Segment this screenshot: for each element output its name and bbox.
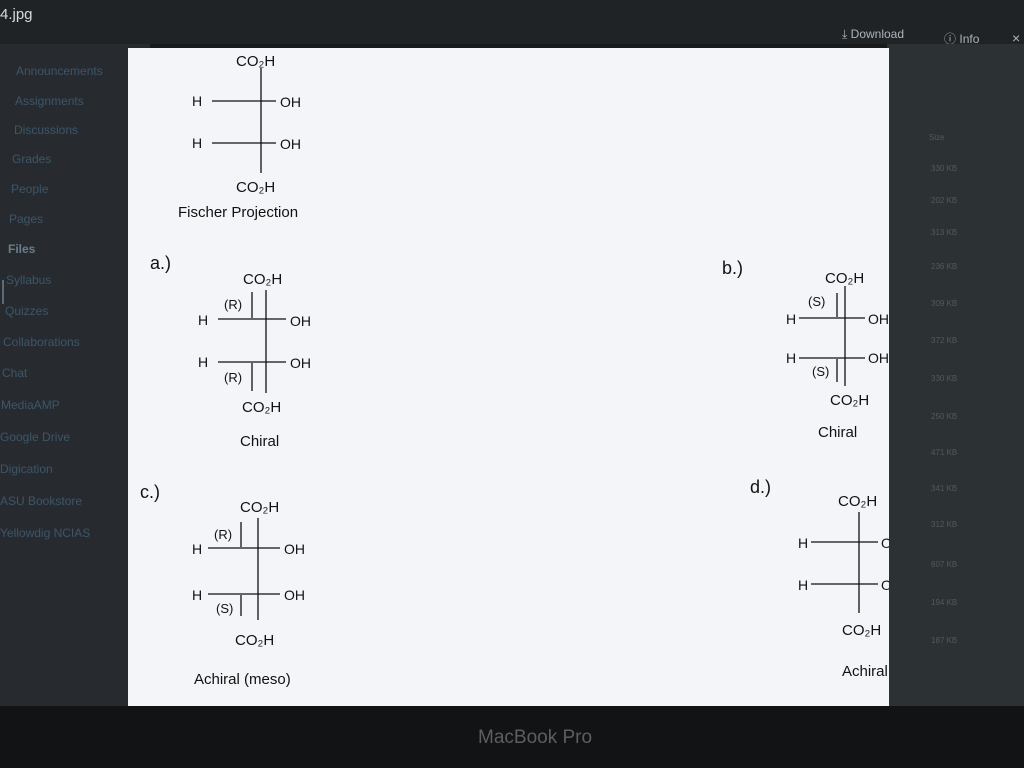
file-name: 4.jpg xyxy=(0,6,33,23)
right-substituent: OH xyxy=(881,535,889,551)
caption: Achiral (meso) xyxy=(194,671,291,688)
nav-quizzes[interactable]: Quizzes xyxy=(5,304,49,318)
nav-digication[interactable]: Digication xyxy=(0,462,53,476)
right-substituent: OH xyxy=(280,94,301,110)
right-substituent: OH xyxy=(290,355,311,371)
left-substituent: H xyxy=(198,354,208,370)
file-size: 330 KB xyxy=(931,374,958,383)
file-size: 330 KB xyxy=(931,164,958,173)
close-button[interactable]: × xyxy=(1012,30,1021,46)
left-substituent: H xyxy=(192,587,202,603)
nav-mediaamp[interactable]: MediaAMP xyxy=(1,398,60,412)
file-size: 341 KB xyxy=(931,484,958,493)
info-icon: ⓘ xyxy=(944,32,957,46)
fischer-projections-figure: CO₂H H OH H OH CO₂H Fischer Projection a… xyxy=(140,53,889,688)
bottom-substituent: CO₂H xyxy=(236,179,275,196)
projection-reference: CO₂H H OH H OH CO₂H Fischer Projection xyxy=(178,53,301,221)
file-size: 250 KB xyxy=(931,412,958,421)
descriptor: (R) xyxy=(214,527,232,542)
descriptor: (S) xyxy=(812,364,829,379)
top-substituent: CO₂H xyxy=(825,270,864,287)
right-substituent: OH xyxy=(280,136,301,152)
descriptor: (S) xyxy=(808,294,825,309)
nav-announcements[interactable]: Announcements xyxy=(16,64,103,78)
nav-pages[interactable]: Pages xyxy=(9,212,44,226)
nav-yellowdig[interactable]: Yellowdig NCIAS xyxy=(0,526,91,540)
left-substituent: H xyxy=(798,535,808,551)
viewer-header: 4.jpg ⤓ Download ⓘ Info × xyxy=(0,0,1024,47)
nav-discussions[interactable]: Discussions xyxy=(14,123,79,137)
right-substituent: OH xyxy=(868,311,889,327)
left-substituent: H xyxy=(798,577,808,593)
bottom-substituent: CO₂H xyxy=(830,392,869,409)
descriptor: (R) xyxy=(224,297,242,312)
top-substituent: CO₂H xyxy=(236,53,275,70)
laptop-bezel: MacBook Pro xyxy=(0,706,1024,768)
size-column-header: Size xyxy=(929,133,945,142)
left-substituent: H xyxy=(786,350,796,366)
projection-c: c.) CO₂H (R) H OH H OH (S) CO₂H Achiral … xyxy=(140,482,305,688)
nav-syllabus[interactable]: Syllabus xyxy=(6,273,52,287)
download-label: Download xyxy=(850,27,905,41)
descriptor: (R) xyxy=(224,370,242,385)
bottom-substituent: CO₂H xyxy=(242,399,281,416)
file-size: 309 KB xyxy=(931,299,958,308)
file-size: 236 KB xyxy=(931,262,958,271)
file-size: 313 KB xyxy=(931,228,958,237)
download-button[interactable]: ⤓ Download xyxy=(842,27,904,42)
left-substituent: H xyxy=(786,311,796,327)
file-list-background: Size 330 KB 202 KB 313 KB 236 KB 309 KB … xyxy=(887,44,1024,716)
top-substituent: CO₂H xyxy=(240,499,279,516)
file-size: 471 KB xyxy=(931,448,958,457)
course-nav: Announcements Assignments Discussions Gr… xyxy=(0,44,150,716)
caption: Achiral xyxy=(842,663,888,680)
bezel-brand: MacBook Pro xyxy=(478,727,593,748)
file-size: 202 KB xyxy=(931,196,958,205)
left-substituent: H xyxy=(192,93,202,109)
nav-asu-bookstore[interactable]: ASU Bookstore xyxy=(0,494,83,508)
right-substituent: OH xyxy=(284,587,305,603)
nav-google-drive[interactable]: Google Drive xyxy=(0,430,71,444)
left-substituent: H xyxy=(198,312,208,328)
nav-grades[interactable]: Grades xyxy=(12,152,52,166)
caption: Chiral xyxy=(240,433,279,450)
right-substituent: OH xyxy=(290,313,311,329)
file-size: 607 KB xyxy=(931,560,958,569)
projection-d: d.) CO₂H H OH H OH CO₂H Achiral xyxy=(750,477,889,680)
nav-files[interactable]: Files xyxy=(8,242,36,256)
file-size: 187 KB xyxy=(931,636,958,645)
info-label: Info xyxy=(959,32,980,46)
file-size: 312 KB xyxy=(931,520,958,529)
label-d: d.) xyxy=(750,477,771,497)
projection-b: b.) CO₂H (S) H OH H OH (S) CO₂H Chiral xyxy=(722,258,889,441)
download-icon: ⤓ xyxy=(842,27,848,41)
left-substituent: H xyxy=(192,541,202,557)
info-button[interactable]: ⓘ Info xyxy=(944,30,979,47)
nav-collaborations[interactable]: Collaborations xyxy=(3,335,80,349)
nav-chat[interactable]: Chat xyxy=(2,366,28,380)
projection-a: a.) CO₂H (R) H OH H OH (R) CO₂H Chiral xyxy=(150,253,311,450)
nav-people[interactable]: People xyxy=(11,182,49,196)
bond-lines xyxy=(208,68,878,620)
right-substituent: OH xyxy=(868,350,889,366)
nav-assignments[interactable]: Assignments xyxy=(15,94,84,108)
descriptor: (S) xyxy=(216,601,233,616)
file-size: 372 KB xyxy=(931,336,958,345)
caption: Fischer Projection xyxy=(178,204,298,221)
top-substituent: CO₂H xyxy=(243,271,282,288)
bottom-substituent: CO₂H xyxy=(842,622,881,639)
bottom-substituent: CO₂H xyxy=(235,632,274,649)
label-a: a.) xyxy=(150,253,171,273)
caption: Chiral xyxy=(818,424,857,441)
left-substituent: H xyxy=(192,135,202,151)
label-b: b.) xyxy=(722,258,743,278)
file-size: 194 KB xyxy=(931,598,958,607)
label-c: c.) xyxy=(140,482,160,502)
right-substituent: OH xyxy=(284,541,305,557)
top-substituent: CO₂H xyxy=(838,493,877,510)
image-preview: CO₂H H OH H OH CO₂H Fischer Projection a… xyxy=(128,48,889,706)
active-indicator xyxy=(2,280,4,304)
right-substituent: OH xyxy=(881,577,889,593)
